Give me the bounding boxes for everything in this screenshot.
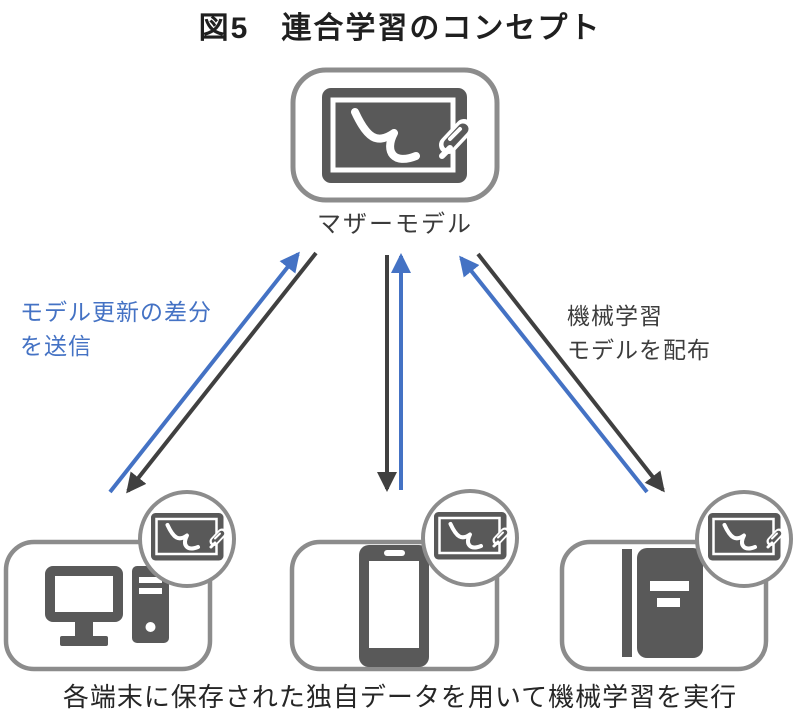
- mother-model-icon: [290, 67, 500, 203]
- upload-arrow-right: [459, 255, 649, 494]
- upload-annotation-line1: モデル更新の差分: [20, 299, 212, 325]
- distribute-annotation: 機械学習 モデルを配布: [567, 299, 711, 367]
- arrow-pair-middle: [377, 253, 411, 492]
- distribute-arrow-left: [126, 251, 318, 494]
- distribute-annotation-line1: 機械学習: [567, 303, 663, 329]
- arrow-pair-right: [459, 252, 665, 494]
- distribute-annotation-line2: モデルを配布: [567, 337, 711, 363]
- figure-title: 図5 連合学習のコンセプト: [198, 12, 602, 45]
- mother-model-label: マザーモデル: [317, 211, 473, 238]
- upload-annotation-line2: を送信: [20, 333, 92, 359]
- smartphone-icon: [359, 545, 429, 667]
- figure-caption: 各端末に保存された独自データを用いて機械学習を実行: [62, 682, 738, 712]
- device-card-notebook: [559, 492, 791, 672]
- device-card-smartphone: [289, 491, 517, 672]
- arrow-pair-left: [108, 251, 318, 494]
- tablet-badge: [140, 492, 234, 586]
- distribute-arrow-right: [476, 252, 665, 493]
- upload-arrow-left: [108, 251, 300, 494]
- desktop-computer-icon: [45, 566, 169, 646]
- upload-annotation: モデル更新の差分 を送信: [20, 295, 212, 363]
- device-card-desktop: [3, 492, 234, 672]
- notebook-icon: [622, 548, 703, 658]
- tablet-badge: [697, 492, 791, 586]
- tablet-badge: [423, 491, 517, 585]
